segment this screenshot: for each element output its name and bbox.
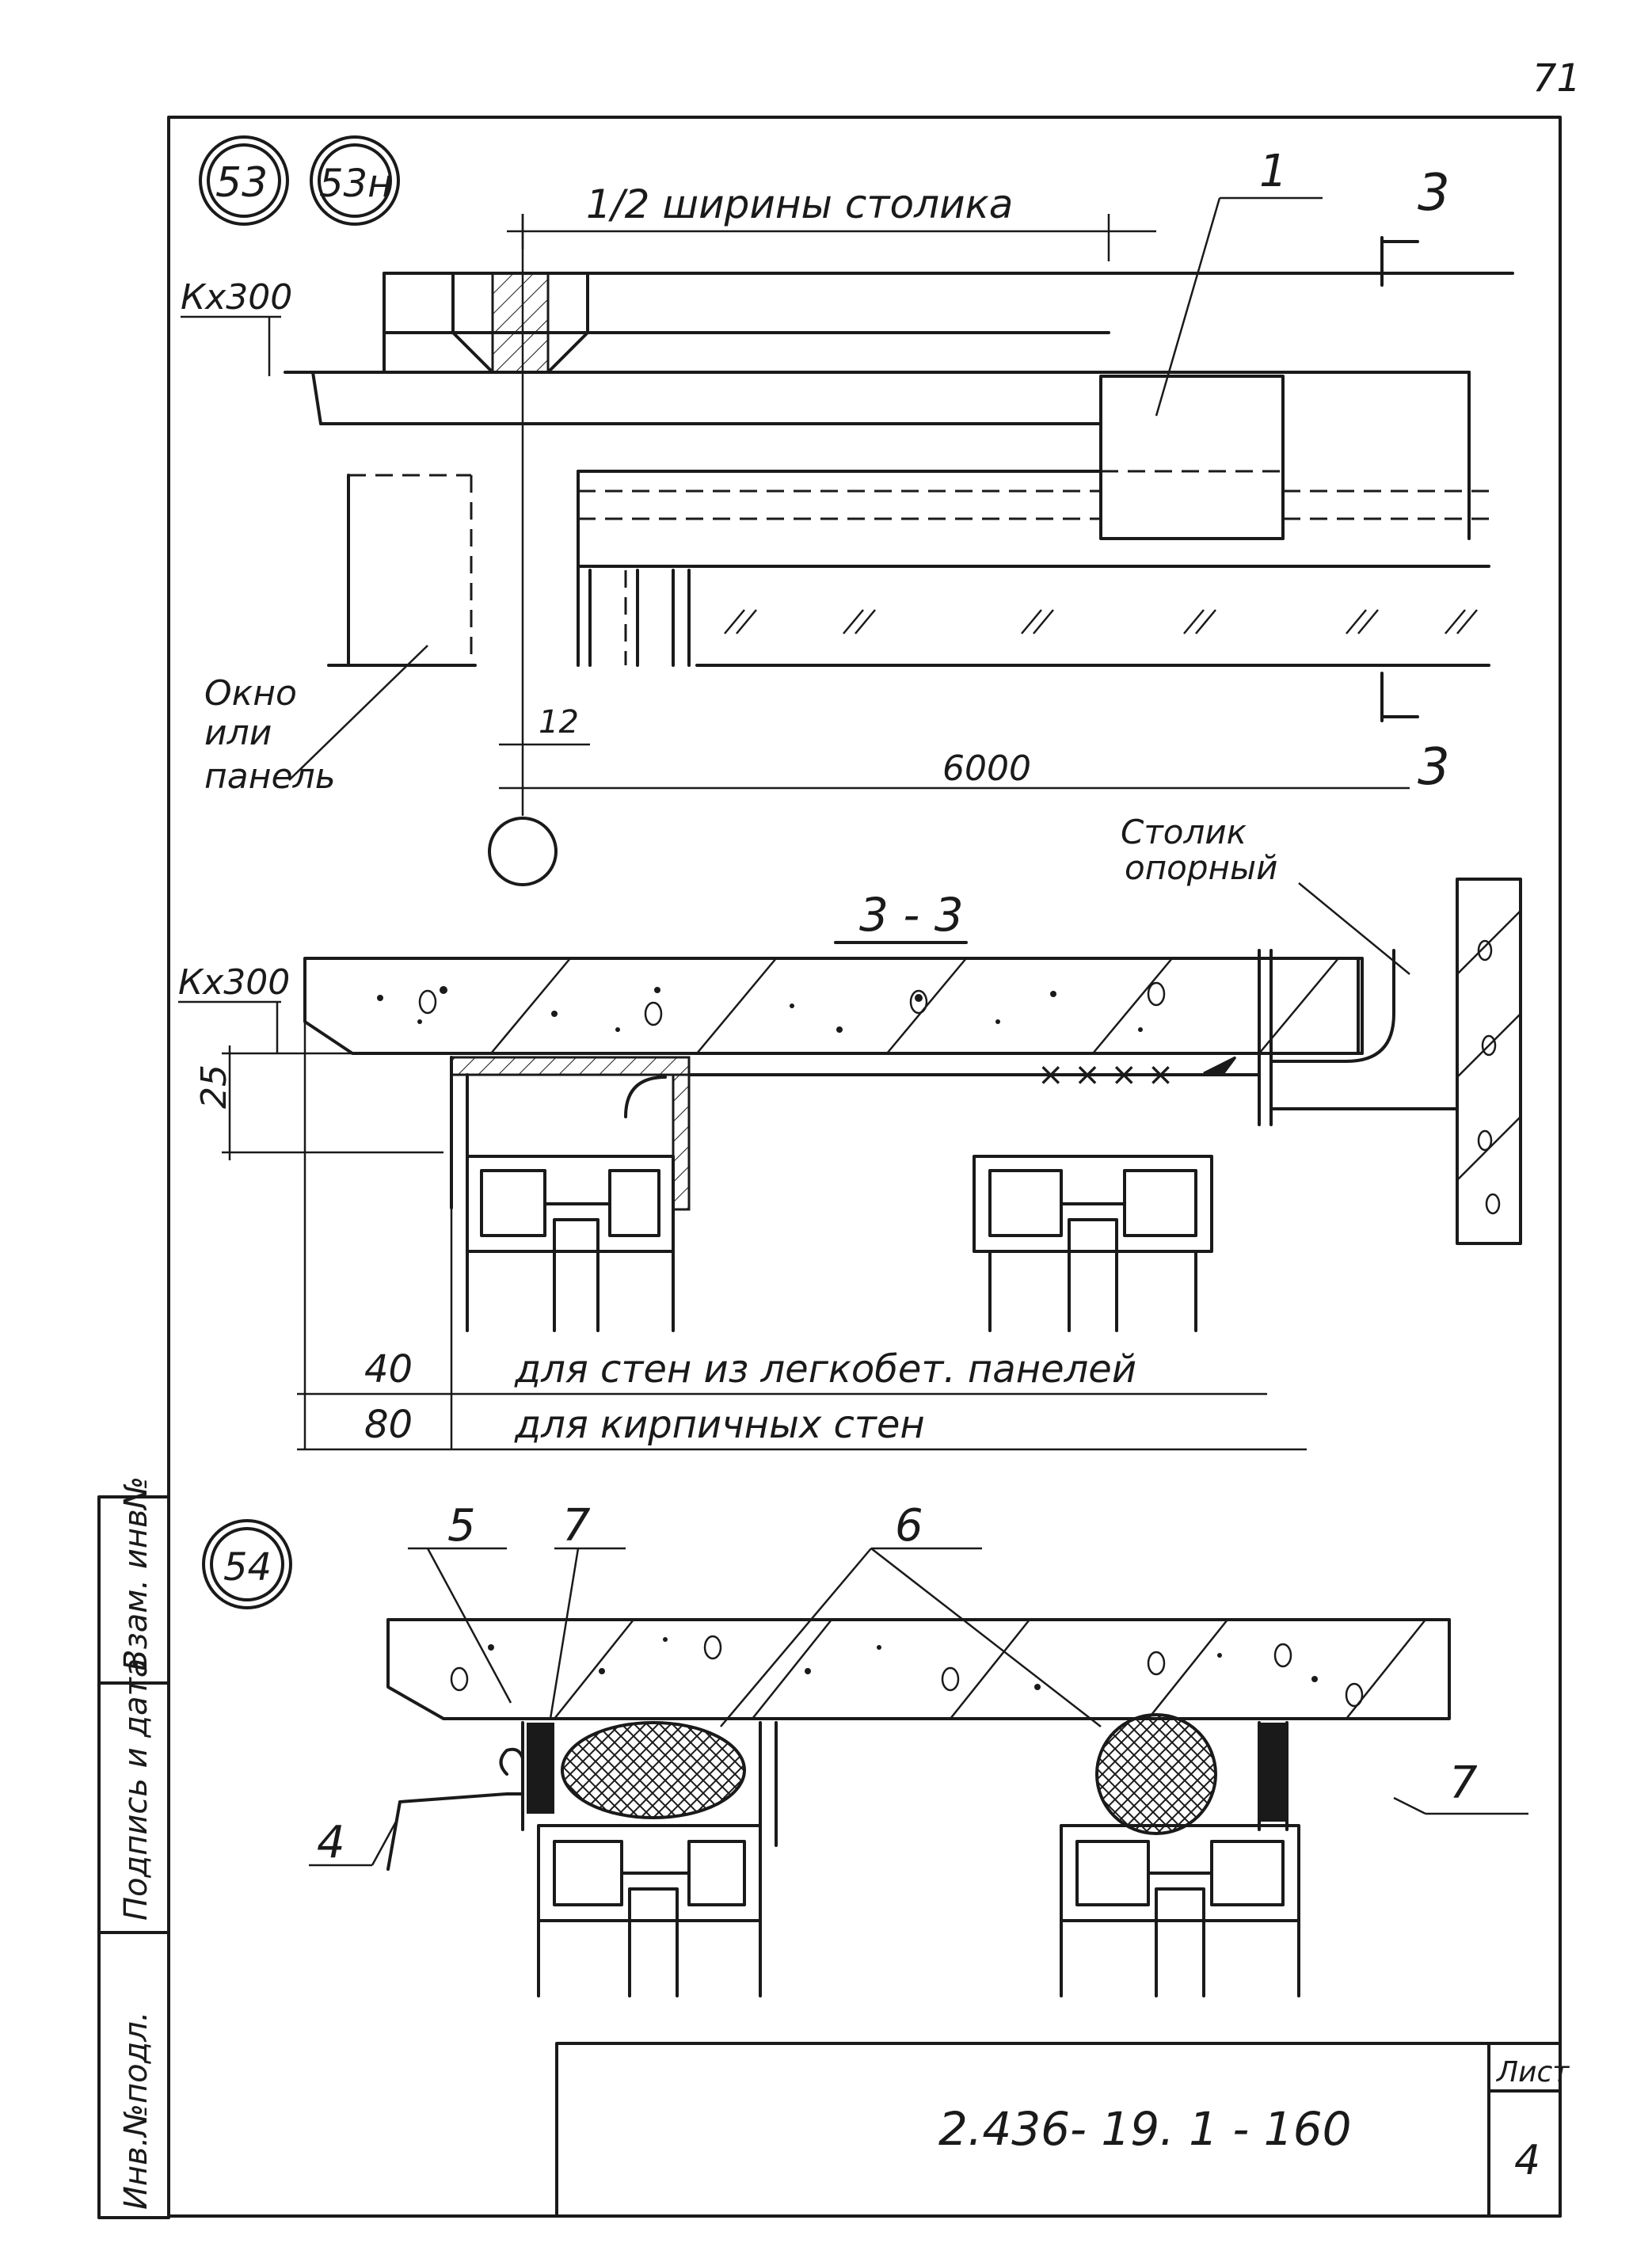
sheet-frame [167,116,1562,2218]
document-code: 2.436- 19. 1 - 160 [938,2102,1352,2156]
window-label-1: Окно [204,673,297,714]
dim-40-text: для стен из легкобет. панелей [514,1347,1136,1392]
sheet-label: Лист [1495,2056,1570,2089]
x-marks: × × × × [1037,1057,1174,1093]
dim-80: 80 [364,1403,413,1447]
callout-7-top: 7 [562,1500,591,1552]
stamp-inv-no: Инв.№подл. [118,2011,154,2210]
callout-5: 5 [447,1500,476,1552]
marker-53n-inner [318,143,392,218]
sheet-number: 4 [1514,2137,1540,2184]
section-3-3: 3 - 3 Столик опорный Кх300 [178,813,1522,1451]
support-label-1: Столик [1121,813,1247,851]
callout-1: 1 [1259,146,1288,197]
support-label-2: опорный [1125,848,1277,887]
detail-53-plan: 53 53н 1/2 ширины столика 1 3 3 Кх300 [181,135,1514,886]
callout-4: 4 [317,1817,345,1868]
marker-54-label: 54 [223,1545,272,1590]
marker-53-outer [199,135,289,226]
window-label-3: панель [204,756,336,797]
dim-25: 25 [194,1064,234,1109]
window-label-2: или [204,713,272,753]
dim-12: 12 [539,704,579,741]
left-stamp-strip: Инв.№подл. Подпись и дата Взам. инв№ [97,1476,170,2219]
callout-7-right: 7 [1449,1757,1478,1809]
level-label-section: Кх300 [178,962,290,1003]
half-width-label: 1/2 ширины столика [586,181,1013,227]
title-block: 2.436- 19. 1 - 160 Лист 4 [555,2042,1570,2218]
section-mark-top: 3 [1418,164,1450,223]
marker-54-inner [210,1527,284,1601]
dim-6000: 6000 [942,748,1031,789]
section-3-3-title: 3 - 3 [859,888,964,942]
stamp-replace-inv: Взам. инв№ [118,1476,154,1671]
marker-54-outer [202,1519,292,1609]
marker-53n-outer [310,135,400,226]
dim-40: 40 [364,1347,413,1392]
detail-54: 54 5 7 6 7 4 [202,1500,1528,1997]
stamp-signature-date: Подпись и дата [118,1658,154,1921]
marker-53n-label: 53н [319,162,392,206]
page-number: 71 [1532,56,1581,101]
level-label-plan: Кх300 [181,277,292,318]
marker-53-label: 53 [215,159,268,207]
section-mark-bottom: 3 [1418,738,1450,797]
axis-bubble [488,817,558,886]
callout-6: 6 [895,1500,923,1552]
dim-80-text: для кирпичных стен [514,1403,925,1447]
marker-53-inner [207,143,281,218]
